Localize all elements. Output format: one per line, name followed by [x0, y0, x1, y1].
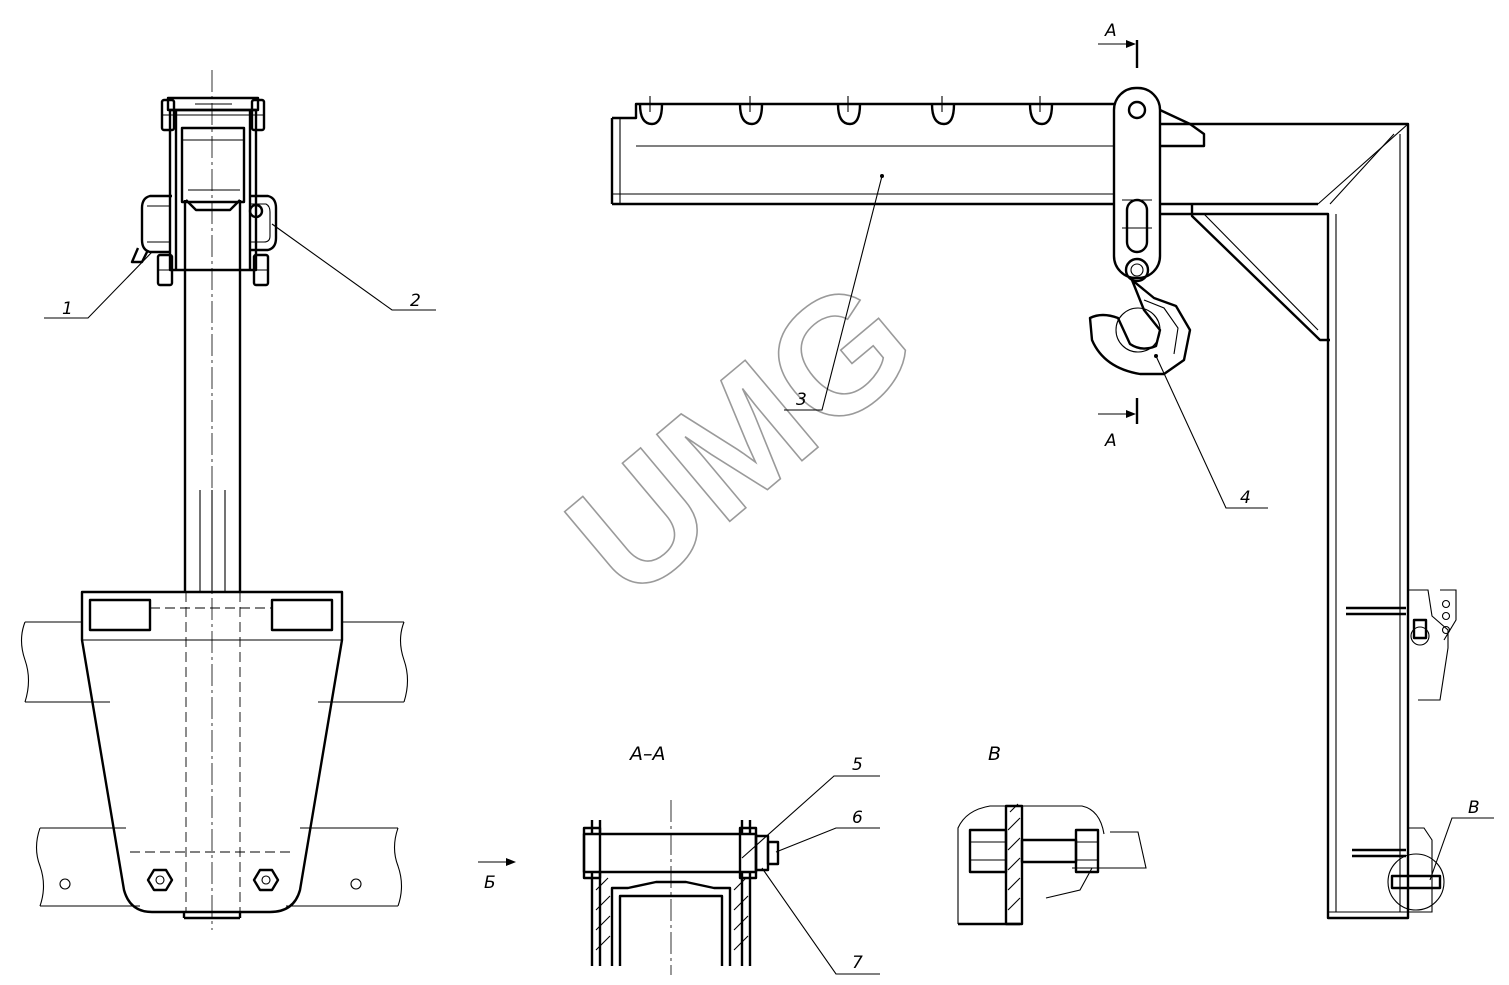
locking-pin — [130, 194, 172, 264]
section-line-aa — [1098, 40, 1139, 424]
callout-3: 3 — [796, 390, 807, 410]
section-aa-title: А–А — [628, 743, 666, 765]
callout-5: 5 — [852, 755, 863, 775]
callout-7: 7 — [852, 953, 863, 973]
mast — [183, 200, 242, 592]
section-mark-a-top: А — [1104, 21, 1117, 41]
watermark: UMG — [534, 243, 947, 631]
leaders-left — [44, 223, 436, 319]
callout-6: 6 — [852, 808, 863, 828]
view-mark-b: Б — [484, 873, 496, 893]
side-rails — [20, 621, 409, 907]
mounting-plate — [80, 70, 344, 930]
detail-v-view — [957, 803, 1147, 926]
lower-clamp — [1387, 589, 1457, 913]
view-arrow-b — [478, 858, 516, 866]
detail-mark-v: В — [1468, 798, 1480, 818]
section-mark-a-bottom: А — [1104, 431, 1117, 451]
callout-2: 2 — [410, 291, 421, 311]
callout-4: 4 — [1240, 488, 1251, 508]
section-aa-view — [582, 775, 880, 975]
top-bracket — [166, 96, 260, 272]
detail-v-title: В — [988, 743, 1001, 765]
side-view: 1 2 — [20, 70, 436, 930]
bracket-bolts — [156, 98, 270, 287]
handle — [248, 194, 278, 252]
column — [1160, 122, 1410, 920]
leaders-main — [784, 174, 1494, 881]
main-view: А А 3 4 В — [610, 21, 1494, 920]
boom — [610, 96, 1206, 206]
hook-block — [1088, 86, 1192, 376]
callout-1: 1 — [62, 299, 73, 319]
